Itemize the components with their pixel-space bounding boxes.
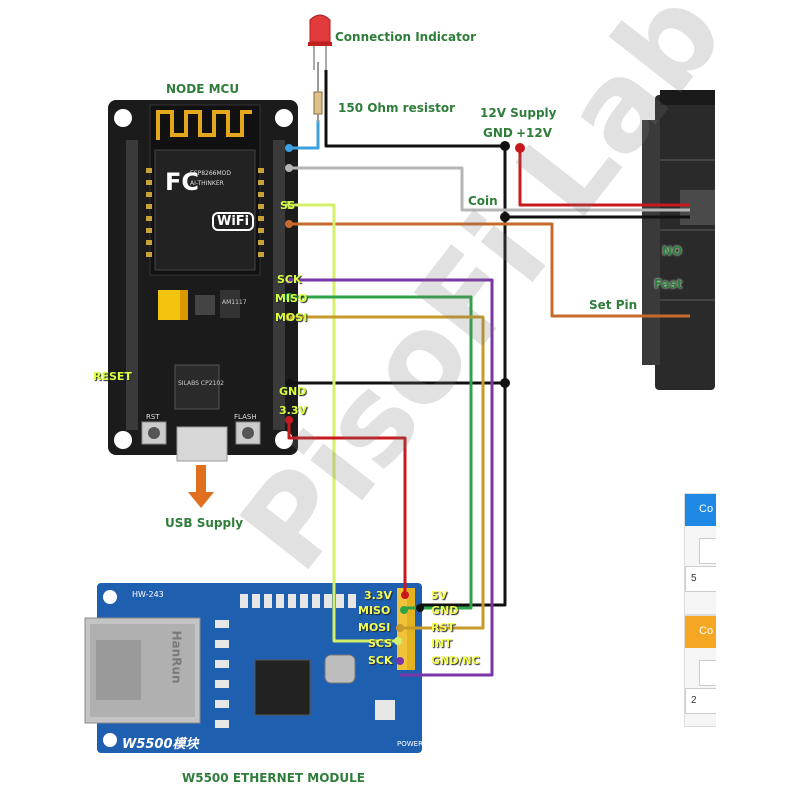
mcu-usb-chip: SILABS CP2102 <box>178 380 224 387</box>
w5500-pin-sck: SCK <box>368 654 393 667</box>
nodemcu-board <box>108 100 298 462</box>
wire-d0-led <box>289 120 320 150</box>
supply-gnd-label: GND <box>483 126 513 140</box>
fast-label: Fast <box>654 277 683 291</box>
mcu-chip-vendor: AI-THINKER <box>190 180 224 187</box>
wire-sck <box>289 278 494 677</box>
mcu-pin-sck: SCK <box>277 273 302 286</box>
mcu-fcc-logo: FC <box>165 168 200 196</box>
mcu-pin-3v3: 3.3V <box>279 404 307 417</box>
w5500-pin-gnd: GND <box>431 604 459 617</box>
no-label: NO <box>662 244 683 258</box>
mcu-rst-button-label: RST <box>146 413 160 421</box>
w5500-brand: W5500模块 <box>122 737 199 752</box>
wire-ss <box>289 203 398 643</box>
usb-supply-label: USB Supply <box>165 516 244 530</box>
usb-arrow <box>188 465 214 508</box>
resistor <box>313 91 323 115</box>
wire-12v <box>518 148 690 207</box>
node-mcu-label: NODE MCU <box>166 82 240 96</box>
supply-plus12v-label: +12V <box>516 126 553 140</box>
mcu-pin-miso: MISO <box>275 292 308 305</box>
w5500-model: HW-243 <box>132 590 164 599</box>
connection-indicator-label: Connection Indicator <box>335 30 477 44</box>
mcu-pin-mosi: MOSI <box>275 311 308 324</box>
w5500-pin-5v: 5V <box>431 589 448 602</box>
supply-12v-label: 12V Supply <box>480 106 557 120</box>
mcu-pin-gnd: GND <box>279 385 307 398</box>
coin-acceptor <box>642 90 715 390</box>
w5500-pin-int: INT <box>431 637 452 650</box>
w5500-board <box>84 583 422 753</box>
w5500-jack-text: HanRun <box>169 630 184 684</box>
wire-led-gnd <box>324 70 505 148</box>
mcu-wifi-logo: WiFi <box>212 212 255 231</box>
mcu-flash-button-label: FLASH <box>234 413 257 421</box>
set-pin-label: Set Pin <box>589 298 638 312</box>
w5500-pin-rst: RST <box>431 621 455 634</box>
wire-coin <box>289 166 690 212</box>
mcu-regulator: AM1117 <box>222 299 247 306</box>
wire-mosi <box>289 315 485 630</box>
reset-label: RESET <box>93 370 132 383</box>
coin-label: Coin <box>468 194 498 208</box>
w5500-power-label: POWER <box>397 740 423 748</box>
w5500-module-label: W5500 ETHERNET MODULE <box>182 771 365 785</box>
mcu-pin-ss: SS <box>280 199 296 212</box>
wire-miso <box>289 295 473 610</box>
right-edge-mask <box>716 0 800 800</box>
w5500-pin-scs: SCS <box>368 637 393 650</box>
resistor-label: 150 Ohm resistor <box>338 101 456 115</box>
w5500-pin-mosi: MOSI <box>358 621 391 634</box>
connection-led <box>308 14 332 70</box>
wire-3v3 <box>287 420 407 593</box>
w5500-pin-miso: MISO <box>358 604 391 617</box>
wire-gnd-bus <box>420 146 507 607</box>
wire-set-pin <box>289 222 690 318</box>
w5500-pin-3v3: 3.3V <box>364 589 392 602</box>
w5500-pin-gnd-nc: GND/NC <box>431 654 480 667</box>
mcu-chip-model: ESP8266MOD <box>190 170 232 177</box>
